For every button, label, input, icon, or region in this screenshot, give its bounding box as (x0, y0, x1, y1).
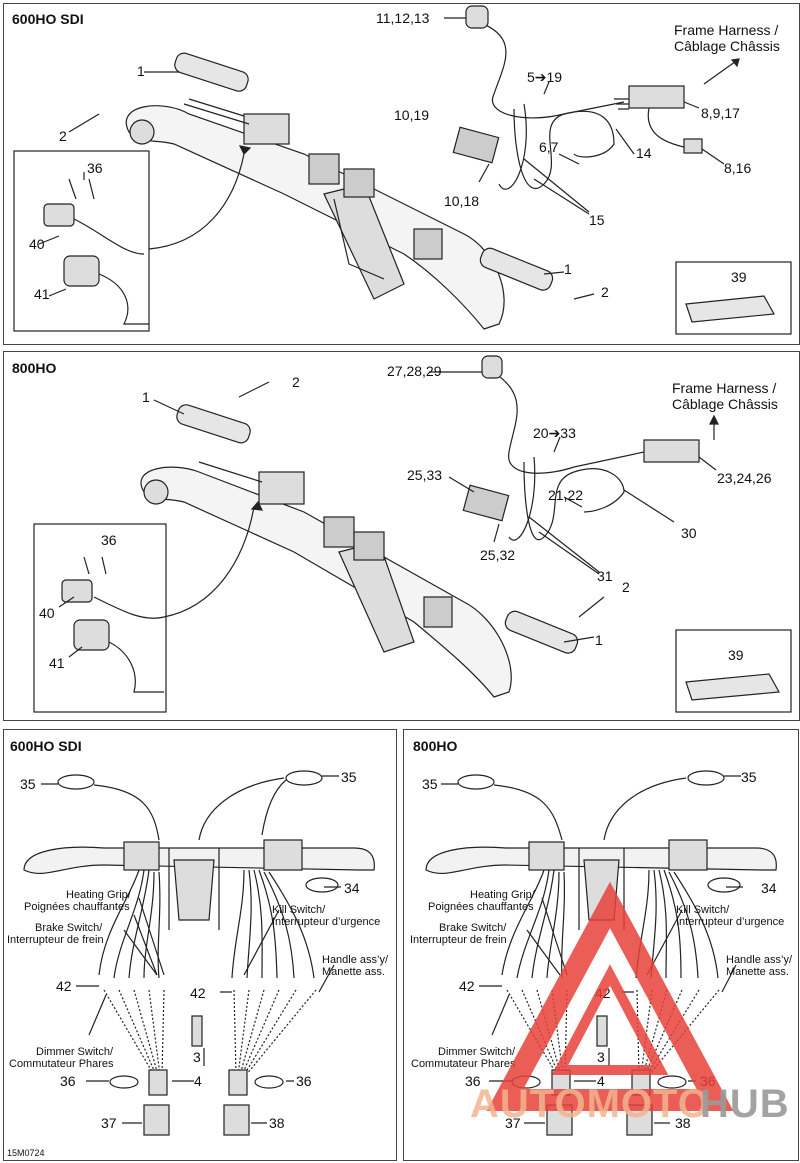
callout-35b: 35 (341, 769, 357, 785)
callout-11-12-13: 11,12,13 (376, 10, 430, 26)
callout-5-19: 5➔19 (527, 69, 563, 85)
dimmer-switch-label-fr: Commutateur Phares (411, 1058, 516, 1070)
panel-600ho-sdi-top: 600HO SDI (3, 3, 800, 345)
kill-switch-label: Kill Switch/ (272, 904, 326, 916)
callout-6-7: 6,7 (539, 139, 559, 155)
callout-2: 2 (59, 128, 67, 144)
frame-harness-label-fr: Câblage Châssis (672, 396, 778, 412)
dimmer-switch-label: Dimmer Switch/ (36, 1046, 114, 1058)
callout-21-22: 21,22 (548, 487, 584, 503)
callout-37: 37 (101, 1115, 117, 1131)
callout-36b: 36 (296, 1073, 312, 1089)
handle-assy-label: Handle ass’y/ (726, 954, 793, 966)
callout-39: 39 (728, 647, 744, 663)
callout-31: 31 (597, 568, 613, 584)
watermark-text-hub: HUB (700, 1082, 790, 1126)
panel-title: 800HO (12, 360, 57, 376)
callout-2b: 2 (622, 579, 630, 595)
callout-37: 37 (505, 1115, 521, 1131)
panel-800ho-mid: 800HO (3, 351, 800, 721)
callout-1b: 1 (564, 261, 572, 277)
callout-36: 36 (87, 160, 103, 176)
callout-10-18: 10,18 (444, 193, 480, 209)
callout-35a: 35 (422, 776, 438, 792)
callout-38: 38 (675, 1115, 691, 1131)
callout-36a: 36 (465, 1073, 481, 1089)
brake-switch-label-fr: Interrupteur de frein (410, 934, 507, 946)
panel-title: 800HO (413, 738, 458, 754)
callout-14: 14 (636, 145, 652, 161)
callout-8-16: 8,16 (724, 160, 752, 176)
callout-15: 15 (589, 212, 605, 228)
callout-1b: 1 (595, 632, 603, 648)
kill-switch-label: Kill Switch/ (676, 904, 730, 916)
callout-23-24-26: 23,24,26 (717, 470, 772, 486)
callout-39: 39 (731, 269, 747, 285)
heating-grip-label-fr: Poignées chauffantes (428, 901, 534, 913)
wiring-diagram-left (23, 770, 375, 1136)
kill-switch-label-fr: Interrupteur d’urgence (676, 916, 785, 928)
brake-switch-label-fr: Interrupteur de frein (7, 934, 104, 946)
callout-25-32: 25,32 (480, 547, 516, 563)
callout-2: 2 (292, 374, 300, 390)
handle-assy-label: Handle ass’y/ (322, 954, 389, 966)
callout-36a: 36 (60, 1073, 76, 1089)
callout-35a: 35 (20, 776, 36, 792)
frame-harness-label: Frame Harness / (674, 22, 779, 38)
figure-code: 15M0724 (7, 1148, 45, 1158)
kill-switch-label-fr: Interrupteur d’urgence (272, 916, 381, 928)
brake-switch-label: Brake Switch/ (35, 922, 103, 934)
heating-grip-label: Heating Grip/ (66, 889, 131, 901)
callout-2b: 2 (601, 284, 609, 300)
brake-switch-label: Brake Switch/ (439, 922, 507, 934)
handlebar-diagram-mid (33, 355, 792, 713)
callout-30: 30 (681, 525, 697, 541)
watermark-text-automoto: AUTOMOTO (470, 1082, 710, 1126)
callout-35b: 35 (741, 769, 757, 785)
callout-41: 41 (49, 655, 65, 671)
callout-41: 41 (34, 286, 50, 302)
callout-1: 1 (142, 389, 150, 405)
callout-1: 1 (137, 63, 145, 79)
callout-20-33: 20➔33 (533, 425, 576, 441)
handle-assy-label-fr: Manette ass. (726, 966, 789, 978)
panel-title: 600HO SDI (12, 11, 84, 27)
handlebar-diagram-top (13, 5, 792, 335)
callout-40: 40 (29, 236, 45, 252)
panel-600ho-sdi-wiring: 600HO SDI (3, 729, 397, 1161)
callout-40: 40 (39, 605, 55, 621)
callout-8-9-17: 8,9,17 (701, 105, 740, 121)
heating-grip-label: Heating Grip/ (470, 889, 535, 901)
callout-3: 3 (597, 1049, 605, 1065)
callout-42b: 42 (190, 985, 206, 1001)
callout-34: 34 (344, 880, 360, 896)
panel-title: 600HO SDI (10, 738, 82, 754)
callout-3: 3 (193, 1049, 201, 1065)
callout-34: 34 (761, 880, 777, 896)
callout-4: 4 (194, 1073, 202, 1089)
callout-25-33: 25,33 (407, 467, 443, 483)
callout-27-28-29: 27,28,29 (387, 363, 442, 379)
callout-38: 38 (269, 1115, 285, 1131)
callout-42a: 42 (459, 978, 475, 994)
frame-harness-label: Frame Harness / (672, 380, 777, 396)
callout-42b: 42 (595, 985, 611, 1001)
heating-grip-label-fr: Poignées chauffantes (24, 901, 130, 913)
callout-42a: 42 (56, 978, 72, 994)
dimmer-switch-label-fr: Commutateur Phares (9, 1058, 114, 1070)
callout-10-19: 10,19 (394, 107, 430, 123)
dimmer-switch-label: Dimmer Switch/ (438, 1046, 516, 1058)
frame-harness-label-fr: Câblage Châssis (674, 38, 780, 54)
callout-36: 36 (101, 532, 117, 548)
handle-assy-label-fr: Manette ass. (322, 966, 385, 978)
